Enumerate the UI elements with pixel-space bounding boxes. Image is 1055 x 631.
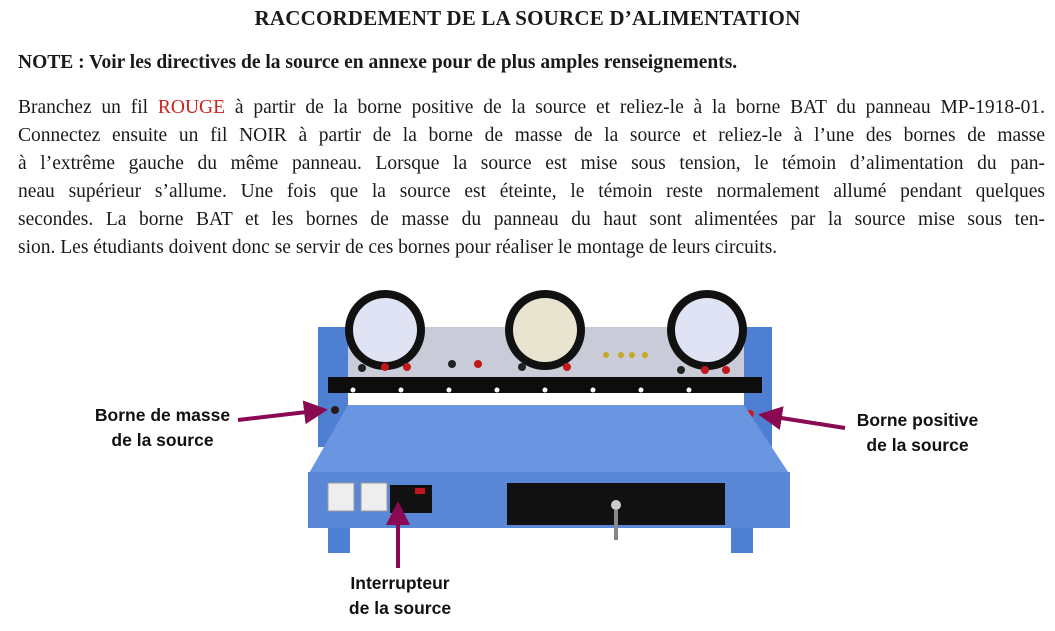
terminals (358, 352, 730, 374)
bench-top (308, 405, 790, 475)
paragraph-line: neau supérieur s’allume. Une fois que la… (18, 181, 1045, 202)
voltmeter (327, 482, 355, 512)
arrow-positive (758, 406, 846, 430)
power-switch (415, 488, 425, 494)
leg (328, 528, 350, 553)
ground-terminal (331, 406, 339, 414)
ammeter (360, 482, 388, 512)
positive-terminal-label: Borne positive de la source (840, 408, 995, 458)
paragraph-line: Branchez un fil ROUGE à partir de la bor… (18, 94, 1045, 122)
page-title: RACCORDEMENT DE LA SOURCE D’ALIMENTATION (254, 6, 801, 30)
text: à partir de la borne positive de la sour… (225, 97, 1045, 118)
key (614, 510, 618, 540)
label-line: de la source (111, 430, 214, 450)
paragraph-line: Connectez ensuite un fil NOIR à partir d… (18, 125, 1045, 146)
arrow-ground (237, 400, 328, 425)
paragraph-line: à l’extrême gauche du même panneau. Lors… (18, 153, 1045, 174)
key-lock (611, 500, 621, 510)
leg (731, 528, 753, 553)
power-switch-label: Interrupteur de la source (330, 571, 470, 621)
label-line: Borne de masse (94, 405, 231, 425)
paragraph-line: secondes. La borne BAT et les bornes de … (18, 209, 1045, 230)
label-line: de la source (348, 598, 452, 618)
red-wire-word: ROUGE (157, 97, 226, 118)
note: NOTE : Voir les directives de la source … (18, 52, 738, 73)
paragraph-line: sion. Les étudiants doivent donc se serv… (18, 237, 778, 258)
black-rail (328, 377, 762, 393)
label-line: Interrupteur (350, 573, 450, 593)
label-line: de la source (866, 435, 969, 455)
instructions-paragraph: Branchez un fil ROUGE à partir de la bor… (18, 94, 1045, 262)
label-line: Borne positive (856, 410, 979, 430)
ground-terminal-label: Borne de masse de la source (80, 403, 245, 453)
text: Branchez un fil (18, 97, 158, 118)
